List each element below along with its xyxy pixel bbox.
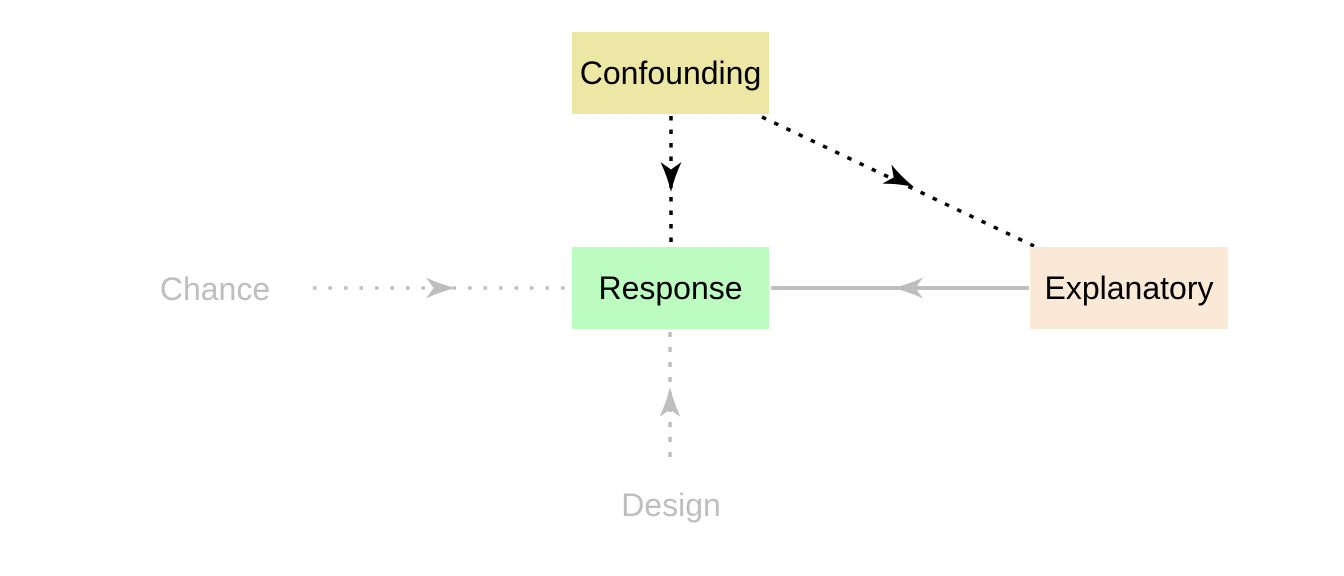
arrowhead-down-right-icon — [882, 164, 914, 187]
label-chance: Chance — [159, 271, 271, 307]
arrowhead-right-icon — [426, 277, 456, 299]
arrowhead-up-icon — [659, 387, 681, 417]
edge-chance-response — [313, 277, 570, 299]
edge-design-response — [659, 332, 681, 457]
node-explanatory-label: Explanatory — [1044, 270, 1214, 306]
edge-confounding-explanatory — [761, 115, 1035, 248]
label-design: Design — [621, 487, 721, 523]
node-response-label: Response — [598, 270, 743, 306]
arrowhead-down-icon — [660, 162, 682, 192]
node-confounding-label: Confounding — [579, 55, 762, 91]
edge-confounding-response — [660, 116, 682, 245]
edge-explanatory-response — [771, 277, 1029, 299]
arrowhead-left-icon — [893, 277, 923, 299]
node-response: Response — [572, 247, 769, 329]
node-explanatory: Explanatory — [1030, 247, 1228, 329]
node-confounding: Confounding — [572, 32, 769, 114]
